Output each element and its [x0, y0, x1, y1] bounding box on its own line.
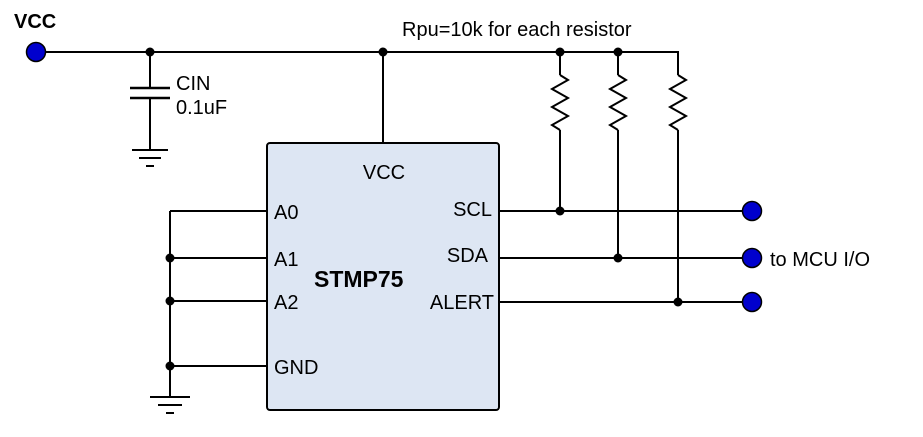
terminals — [25, 41, 763, 313]
pullup-resistor-scl — [549, 74, 571, 131]
junction-ic-vcc — [378, 47, 388, 57]
ic-pin-alert-label: ALERT — [430, 292, 494, 314]
ic-part-number: STMP75 — [314, 266, 404, 292]
vcc-terminal — [25, 41, 47, 63]
ic-pin-vcc-label: VCC — [363, 162, 405, 184]
vcc-supply-label: VCC — [14, 11, 56, 33]
cin-capacitor: CIN 0.1uF — [130, 73, 227, 119]
pullup-resistor-sda — [607, 74, 629, 131]
ic-pin-scl-label: SCL — [453, 199, 492, 221]
sda-terminal — [741, 247, 763, 269]
ground-symbol-address — [150, 396, 190, 414]
junction-r2-sda — [613, 253, 623, 263]
junction-dots — [145, 47, 683, 371]
pullup-resistor-alert — [667, 74, 689, 131]
pullup-note-label: Rpu=10k for each resistor — [402, 19, 632, 41]
junction-r2-top — [613, 47, 623, 57]
ic-pin-a2-label: A2 — [274, 292, 298, 314]
junction-a1 — [165, 253, 175, 263]
alert-terminal — [741, 291, 763, 313]
ic-pin-a1-label: A1 — [274, 249, 298, 271]
to-mcu-label: to MCU I/O — [770, 249, 870, 271]
cin-name-label: CIN — [176, 73, 210, 95]
junction-r1-scl — [555, 206, 565, 216]
junction-r1-top — [555, 47, 565, 57]
ic-pin-gnd-label: GND — [274, 357, 318, 379]
cin-value-label: 0.1uF — [176, 97, 227, 119]
ic-outline — [266, 142, 500, 411]
scl-terminal — [741, 200, 763, 222]
ground-symbol-cin — [132, 149, 168, 167]
ic-pin-a0-label: A0 — [274, 202, 298, 224]
junction-a2 — [165, 296, 175, 306]
junction-gnd — [165, 361, 175, 371]
labels: VCC Rpu=10k for each resistor to MCU I/O — [14, 11, 870, 271]
junction-r3-alert — [673, 297, 683, 307]
ic-pin-sda-label: SDA — [447, 245, 489, 267]
ic-stmp75: VCC A0 A1 A2 GND SCL SDA ALERT STMP75 — [266, 142, 500, 411]
junction-cin — [145, 47, 155, 57]
